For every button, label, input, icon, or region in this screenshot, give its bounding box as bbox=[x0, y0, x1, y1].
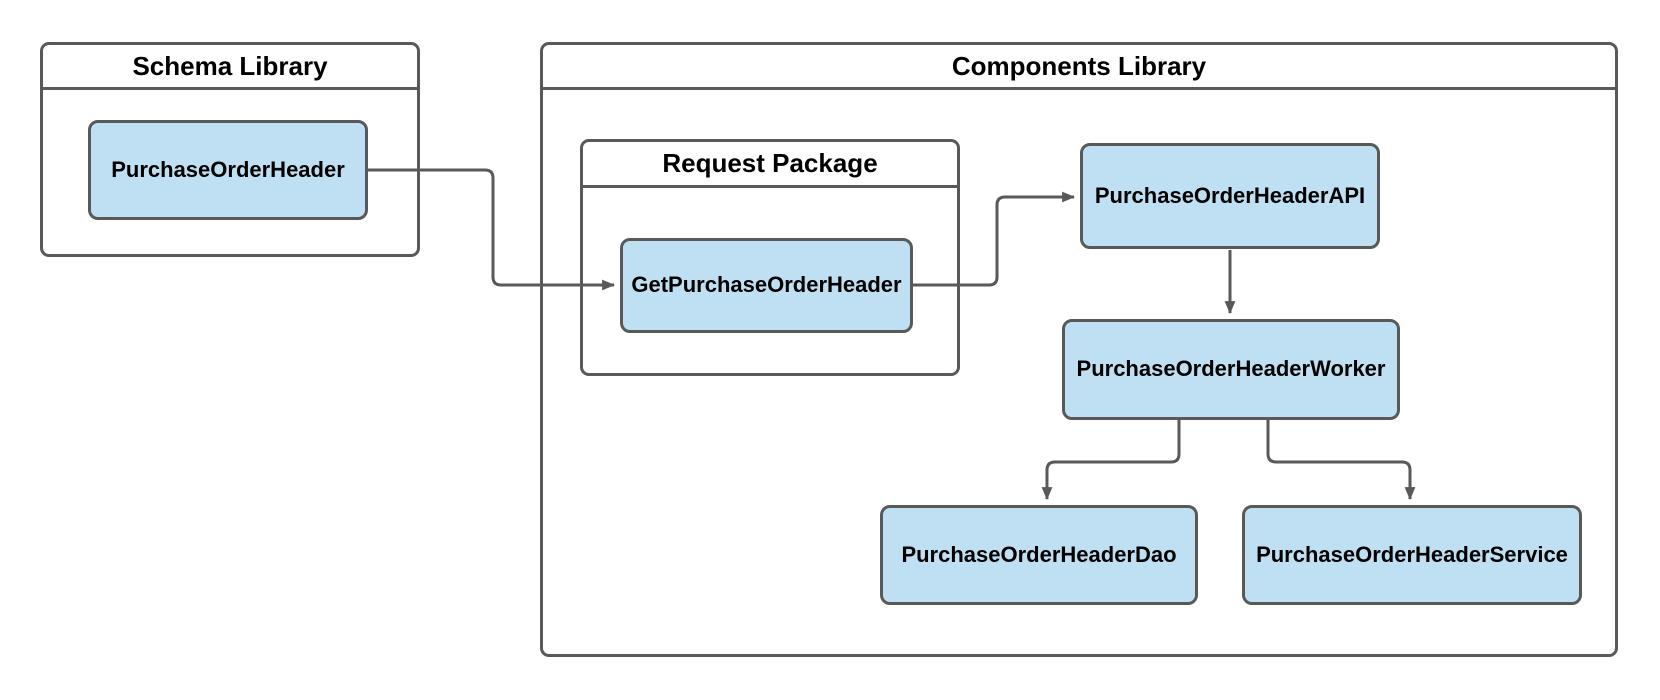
node-get-purchase-order-header[interactable]: GetPurchaseOrderHeader bbox=[620, 238, 913, 333]
node-purchase-order-header-worker[interactable]: PurchaseOrderHeaderWorker bbox=[1062, 319, 1400, 420]
node-purchase-order-header-dao-label: PurchaseOrderHeaderDao bbox=[901, 541, 1177, 567]
node-purchase-order-header-service-label: PurchaseOrderHeaderService bbox=[1256, 541, 1568, 567]
node-get-purchase-order-header-label: GetPurchaseOrderHeader bbox=[631, 272, 902, 298]
node-purchase-order-header-api[interactable]: PurchaseOrderHeaderAPI bbox=[1080, 143, 1380, 249]
node-purchase-order-header-worker-label: PurchaseOrderHeaderWorker bbox=[1076, 356, 1386, 382]
node-purchase-order-header-label: PurchaseOrderHeader bbox=[111, 156, 345, 182]
container-schema-library-title: Schema Library bbox=[43, 45, 417, 90]
container-request-package-title: Request Package bbox=[583, 142, 957, 188]
node-purchase-order-header-dao[interactable]: PurchaseOrderHeaderDao bbox=[880, 505, 1198, 605]
container-components-library-title: Components Library bbox=[543, 45, 1615, 90]
node-purchase-order-header-service[interactable]: PurchaseOrderHeaderService bbox=[1242, 505, 1582, 605]
node-purchase-order-header-api-label: PurchaseOrderHeaderAPI bbox=[1094, 182, 1366, 208]
node-purchase-order-header[interactable]: PurchaseOrderHeader bbox=[88, 120, 368, 220]
